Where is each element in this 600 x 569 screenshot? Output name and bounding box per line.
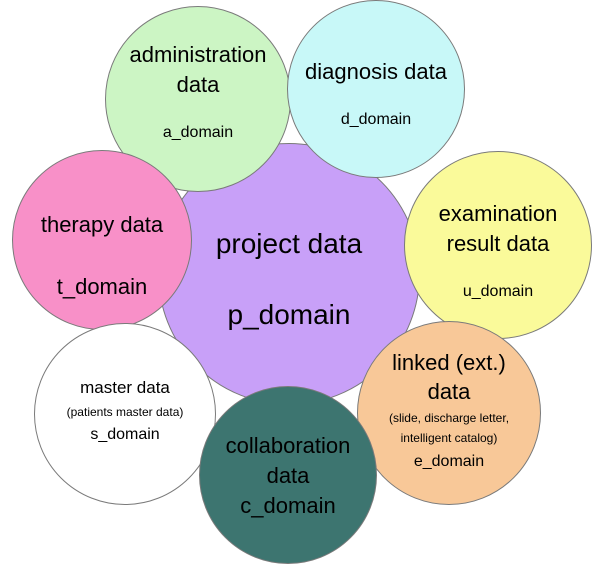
collaboration-domain-label: c_domain <box>240 493 336 518</box>
master-data-circle <box>34 323 216 505</box>
master-data-title: master data <box>80 378 170 397</box>
administration-domain-label: a_domain <box>162 124 234 141</box>
master-domain-label: s_domain <box>90 426 160 443</box>
collaboration-data-title-line1: collaboration <box>225 433 351 458</box>
linked-domain-label: e_domain <box>413 453 485 470</box>
examination-result-data-title-line1: examination <box>438 201 558 226</box>
collaboration-data-circle <box>199 386 377 564</box>
therapy-domain-label: t_domain <box>56 274 148 299</box>
linked-ext-data-title-line2: data <box>427 379 471 404</box>
therapy-data-circle <box>12 150 192 330</box>
master-data-note: (patients master data) <box>66 405 184 419</box>
project-domain-label: p_domain <box>227 299 351 330</box>
administration-data-title-line2: data <box>176 72 220 97</box>
administration-data-title-line1: administration <box>129 42 267 67</box>
linked-ext-data-note-line2: intelligent catalog) <box>400 431 498 445</box>
linked-ext-data-circle <box>357 321 541 505</box>
linked-ext-data-title-line1: linked (ext.) <box>392 350 506 375</box>
examination-result-data-title-line2: result data <box>446 231 550 256</box>
linked-ext-data-note-line1: (slide, discharge letter, <box>388 411 510 425</box>
collaboration-data-title-line2: data <box>266 463 310 488</box>
diagnosis-data-circle <box>287 0 465 178</box>
project-data-title: project data <box>215 228 363 259</box>
diagnosis-domain-label: d_domain <box>340 111 412 128</box>
therapy-data-title: therapy data <box>40 212 164 237</box>
diagnosis-data-title: diagnosis data <box>305 59 447 84</box>
examination-domain-label: u_domain <box>462 283 534 300</box>
